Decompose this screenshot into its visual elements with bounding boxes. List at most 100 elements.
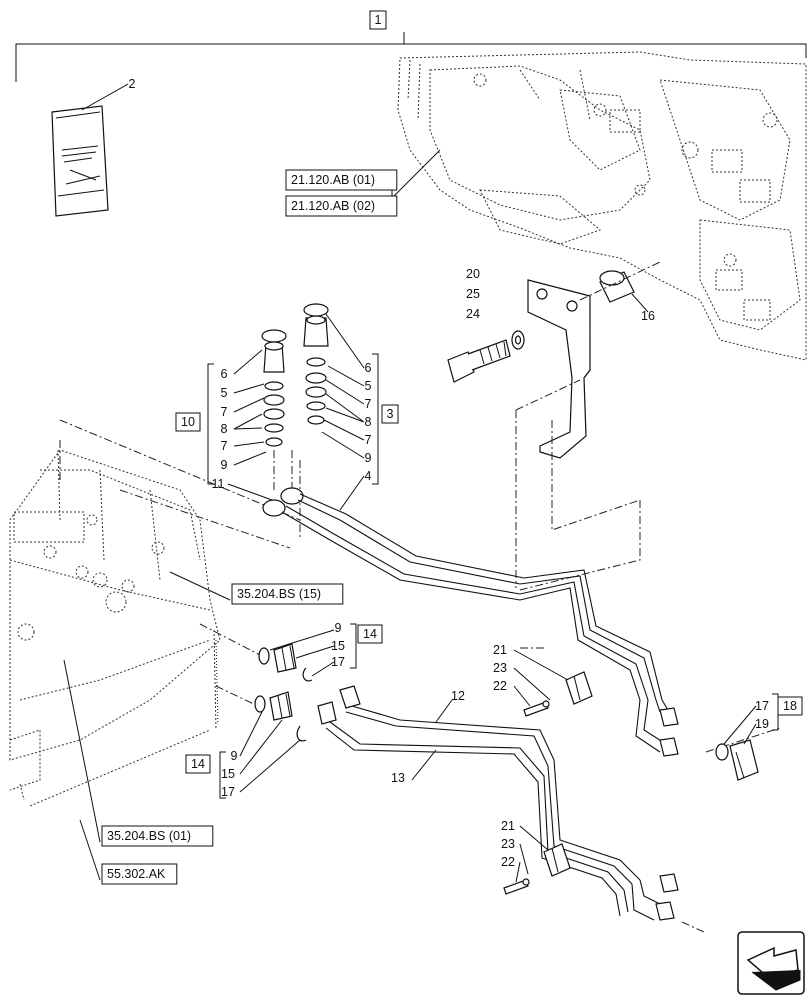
part-number-text: 11: [212, 477, 225, 491]
align-line-3: [59, 419, 301, 549]
part-number-p7a: 7: [221, 405, 228, 419]
part-number-text: 17: [331, 655, 345, 669]
part-number-p23a: 23: [493, 661, 507, 675]
part-number-p23b: 23: [501, 837, 515, 851]
part-number-text: 13: [391, 771, 405, 785]
part-number-text: 7: [221, 405, 228, 419]
part-number-text: 9: [365, 451, 372, 465]
part-number-p17a: 17: [331, 655, 345, 669]
part-number-box: [175, 412, 201, 432]
part-number-p19: 19: [755, 717, 769, 731]
ground-line: [29, 729, 211, 807]
reference-link-r2[interactable]: 21.120.AB (02): [285, 195, 398, 217]
cap-and-oring: [715, 693, 779, 781]
part-number-text: 23: [501, 837, 515, 851]
part-number-p5a: 5: [221, 386, 228, 400]
support-bracket: [527, 279, 591, 459]
part-number-text: 5: [365, 379, 372, 393]
part-number-text: 3: [387, 407, 394, 421]
align-line-4: [199, 623, 781, 933]
part-number-text: 15: [221, 767, 235, 781]
part-number-text: 12: [451, 689, 465, 703]
part-number-p6b: 6: [365, 361, 372, 375]
part-number-text: 24: [466, 307, 480, 321]
part-number-box: [185, 754, 211, 774]
part-number-p12: 12: [451, 689, 465, 703]
reference-box: [101, 863, 178, 885]
reference-link-r4[interactable]: 35.204.BS (01): [101, 825, 214, 847]
seal-stack-left: [261, 329, 287, 490]
reference-box: [285, 169, 398, 191]
part-number-p22b: 22: [501, 855, 515, 869]
part-number-text: 9: [335, 621, 342, 635]
part-number-text: 6: [365, 361, 372, 375]
part-number-p2: 2: [129, 77, 136, 91]
part-number-text: 25: [466, 287, 480, 301]
reference-text: 55.302.AK: [107, 867, 166, 881]
part-number-p9c: 9: [335, 621, 342, 635]
pipe-assembly-upper: [262, 487, 679, 757]
leader-55302: [79, 819, 101, 881]
part-number-text: 1: [375, 13, 382, 27]
part-number-text: 22: [493, 679, 507, 693]
brace-10: [207, 363, 214, 485]
reference-link-r1[interactable]: 21.120.AB (01): [285, 169, 398, 191]
part-number-text: 17: [755, 699, 769, 713]
clamp-lower: [503, 825, 571, 895]
align-line-1: [579, 261, 661, 301]
part-number-p20: 20: [466, 267, 480, 281]
part-number-p5b: 5: [365, 379, 372, 393]
part-number-text: 21: [493, 643, 507, 657]
part-number-text: 2: [129, 77, 136, 91]
brace-3: [372, 353, 379, 485]
leaders-right-stack: [321, 313, 365, 511]
pipe-assembly-lower: [317, 685, 679, 921]
part-number-p8a: 8: [221, 422, 228, 436]
reference-link-r5[interactable]: 55.302.AK: [101, 863, 178, 885]
part-number-p9b: 9: [365, 451, 372, 465]
part-number-box: [357, 624, 383, 644]
part-number-text: 21: [501, 819, 515, 833]
part-number-p1[interactable]: 1: [369, 10, 387, 30]
part-number-text: 23: [493, 661, 507, 675]
part-number-p21a: 21: [493, 643, 507, 657]
part-number-p14a[interactable]: 14: [357, 624, 383, 644]
part-number-p10[interactable]: 10: [175, 412, 201, 432]
part-number-p3[interactable]: 3: [381, 404, 399, 424]
part-number-text: 18: [783, 699, 797, 713]
part-number-p8b: 8: [365, 415, 372, 429]
part-number-p7c: 7: [365, 397, 372, 411]
part-number-text: 22: [501, 855, 515, 869]
reference-text: 21.120.AB (02): [291, 199, 375, 213]
part-number-p16: 16: [641, 309, 655, 323]
bolt-and-washer: [447, 330, 525, 383]
reference-box: [231, 583, 344, 605]
part-number-p21b: 21: [501, 819, 515, 833]
part-number-p4: 4: [365, 469, 372, 483]
control-valve-block: [9, 449, 221, 801]
part-number-text: 9: [221, 458, 228, 472]
part-number-p13: 13: [391, 771, 405, 785]
part-number-text: 14: [191, 757, 205, 771]
part-number-p17b: 17: [221, 785, 235, 799]
part-number-text: 5: [221, 386, 228, 400]
part-number-p7b: 7: [221, 439, 228, 453]
reference-box: [101, 825, 214, 847]
part-number-box: [381, 404, 399, 424]
direction-arrow-icon: [737, 931, 805, 995]
part-number-p18[interactable]: 18: [777, 696, 803, 716]
part-number-p14b[interactable]: 14: [185, 754, 211, 774]
part-number-p7d: 7: [365, 433, 372, 447]
part-number-p9a: 9: [221, 458, 228, 472]
service-manual-booklet: [51, 83, 129, 217]
part-number-text: 15: [331, 639, 345, 653]
reference-text: 21.120.AB (01): [291, 173, 375, 187]
part-number-p15a: 15: [331, 639, 345, 653]
reference-link-r3[interactable]: 35.204.BS (15): [231, 583, 344, 605]
leader-16: [631, 293, 649, 313]
part-number-p17c: 17: [755, 699, 769, 713]
part-number-text: 16: [641, 309, 655, 323]
leader-2: [81, 83, 129, 111]
reference-box: [285, 195, 398, 217]
